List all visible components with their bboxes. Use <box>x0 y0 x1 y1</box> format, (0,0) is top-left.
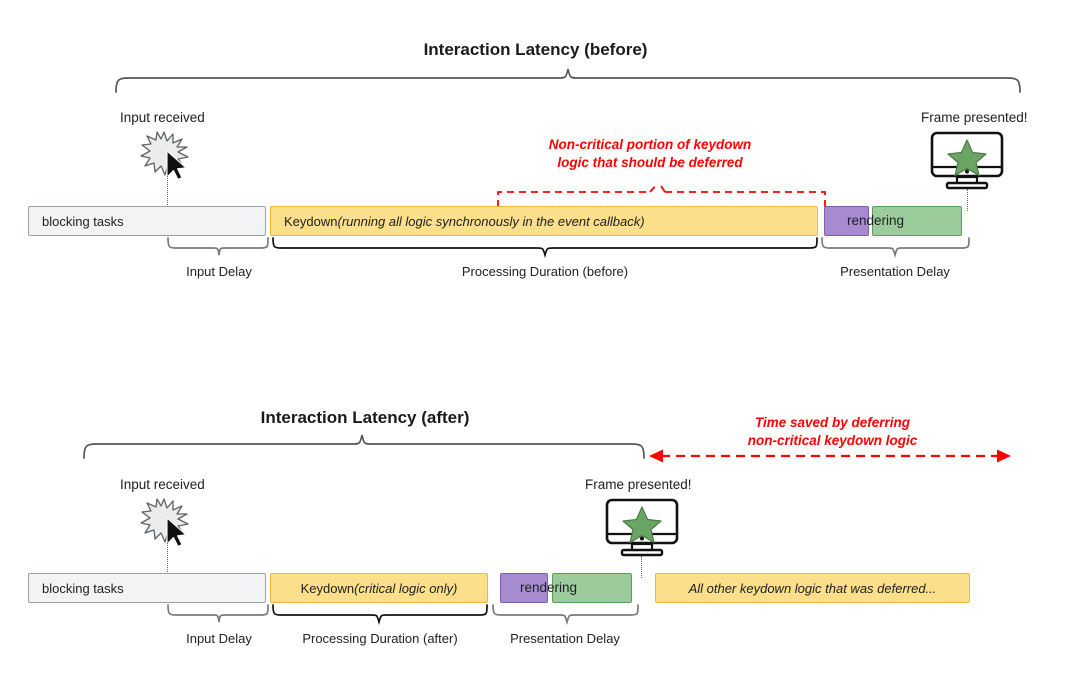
noncritical-annotation-before: Non-critical portion of keydown logic th… <box>460 136 840 171</box>
phase-label-processing-after: Processing Duration (after) <box>302 631 458 646</box>
phase-label-processing-before: Processing Duration (before) <box>461 264 629 279</box>
bar-keydown-after[interactable]: Keydown (critical logic only) <box>270 573 488 603</box>
input-connector-line-after <box>167 543 168 578</box>
bar-blocking-tasks-before[interactable]: blocking tasks <box>28 206 266 236</box>
time-saved-annotation: Time saved by deferring non-critical key… <box>645 414 1020 449</box>
diagram-title-after: Interaction Latency (after) <box>260 408 470 427</box>
time-saved-annotation-line2: non-critical keydown logic <box>747 432 918 448</box>
sparkle-cursor-icon-before <box>140 131 189 181</box>
interaction-latency-brace-after <box>83 434 645 459</box>
phase-label-presentation-before: Presentation Delay <box>840 264 950 279</box>
phase-label-input-delay-after: Input Delay <box>186 631 252 646</box>
input-received-label-before: Input received <box>120 110 205 125</box>
bar-keydown-before[interactable]: Keydown (running all logic synchronously… <box>270 206 818 236</box>
bar-deferred-keydown[interactable]: All other keydown logic that was deferre… <box>655 573 970 603</box>
phase-braces-before <box>167 237 970 259</box>
phase-braces-after <box>167 604 639 626</box>
bar-blocking-tasks-label-after: blocking tasks <box>42 580 124 596</box>
bar-keydown-label-after: Keydown <box>300 580 355 596</box>
interaction-latency-brace-before <box>115 68 1021 93</box>
frame-presented-label-after: Frame presented! <box>585 477 692 492</box>
noncritical-annotation-line1: Non-critical portion of keydown <box>548 137 752 152</box>
time-saved-arrow <box>649 449 1011 463</box>
bar-rendering-green-before[interactable] <box>872 206 962 236</box>
bar-presentation-purple-after[interactable] <box>500 573 548 603</box>
noncritical-dashed-brace <box>497 182 826 207</box>
bar-keydown-label-before: Keydown <box>284 213 338 229</box>
frame-connector-line-before <box>967 189 968 211</box>
bar-presentation-purple-before[interactable] <box>824 206 869 236</box>
phase-label-presentation-after: Presentation Delay <box>510 631 620 646</box>
rendering-overlay-label-before: rendering <box>847 213 905 228</box>
monitor-star-icon-before <box>930 131 1004 190</box>
monitor-star-icon-after <box>605 498 679 557</box>
bar-keydown-sublabel-before: (running all logic synchronously in the … <box>337 213 645 229</box>
bar-deferred-keydown-label: All other keydown logic that was deferre… <box>688 580 937 596</box>
time-saved-annotation-line1: Time saved by deferring <box>754 415 911 430</box>
phase-label-input-delay-before: Input Delay <box>186 264 252 279</box>
bar-blocking-tasks-after[interactable]: blocking tasks <box>28 573 266 603</box>
sparkle-cursor-icon-after <box>140 498 189 548</box>
frame-presented-label-before: Frame presented! <box>921 110 1028 125</box>
noncritical-annotation-line2: logic that should be deferred <box>557 154 743 170</box>
bar-blocking-tasks-label-before: blocking tasks <box>42 213 124 229</box>
frame-connector-line-after <box>641 556 642 578</box>
bar-keydown-sublabel-after: (critical logic only) <box>354 580 458 596</box>
bar-rendering-green-after[interactable] <box>552 573 632 603</box>
rendering-overlay-label-after: rendering <box>520 580 578 595</box>
input-received-label-after: Input received <box>120 477 205 492</box>
input-connector-line-before <box>167 176 168 211</box>
diagram-title-before: Interaction Latency (before) <box>423 40 648 59</box>
